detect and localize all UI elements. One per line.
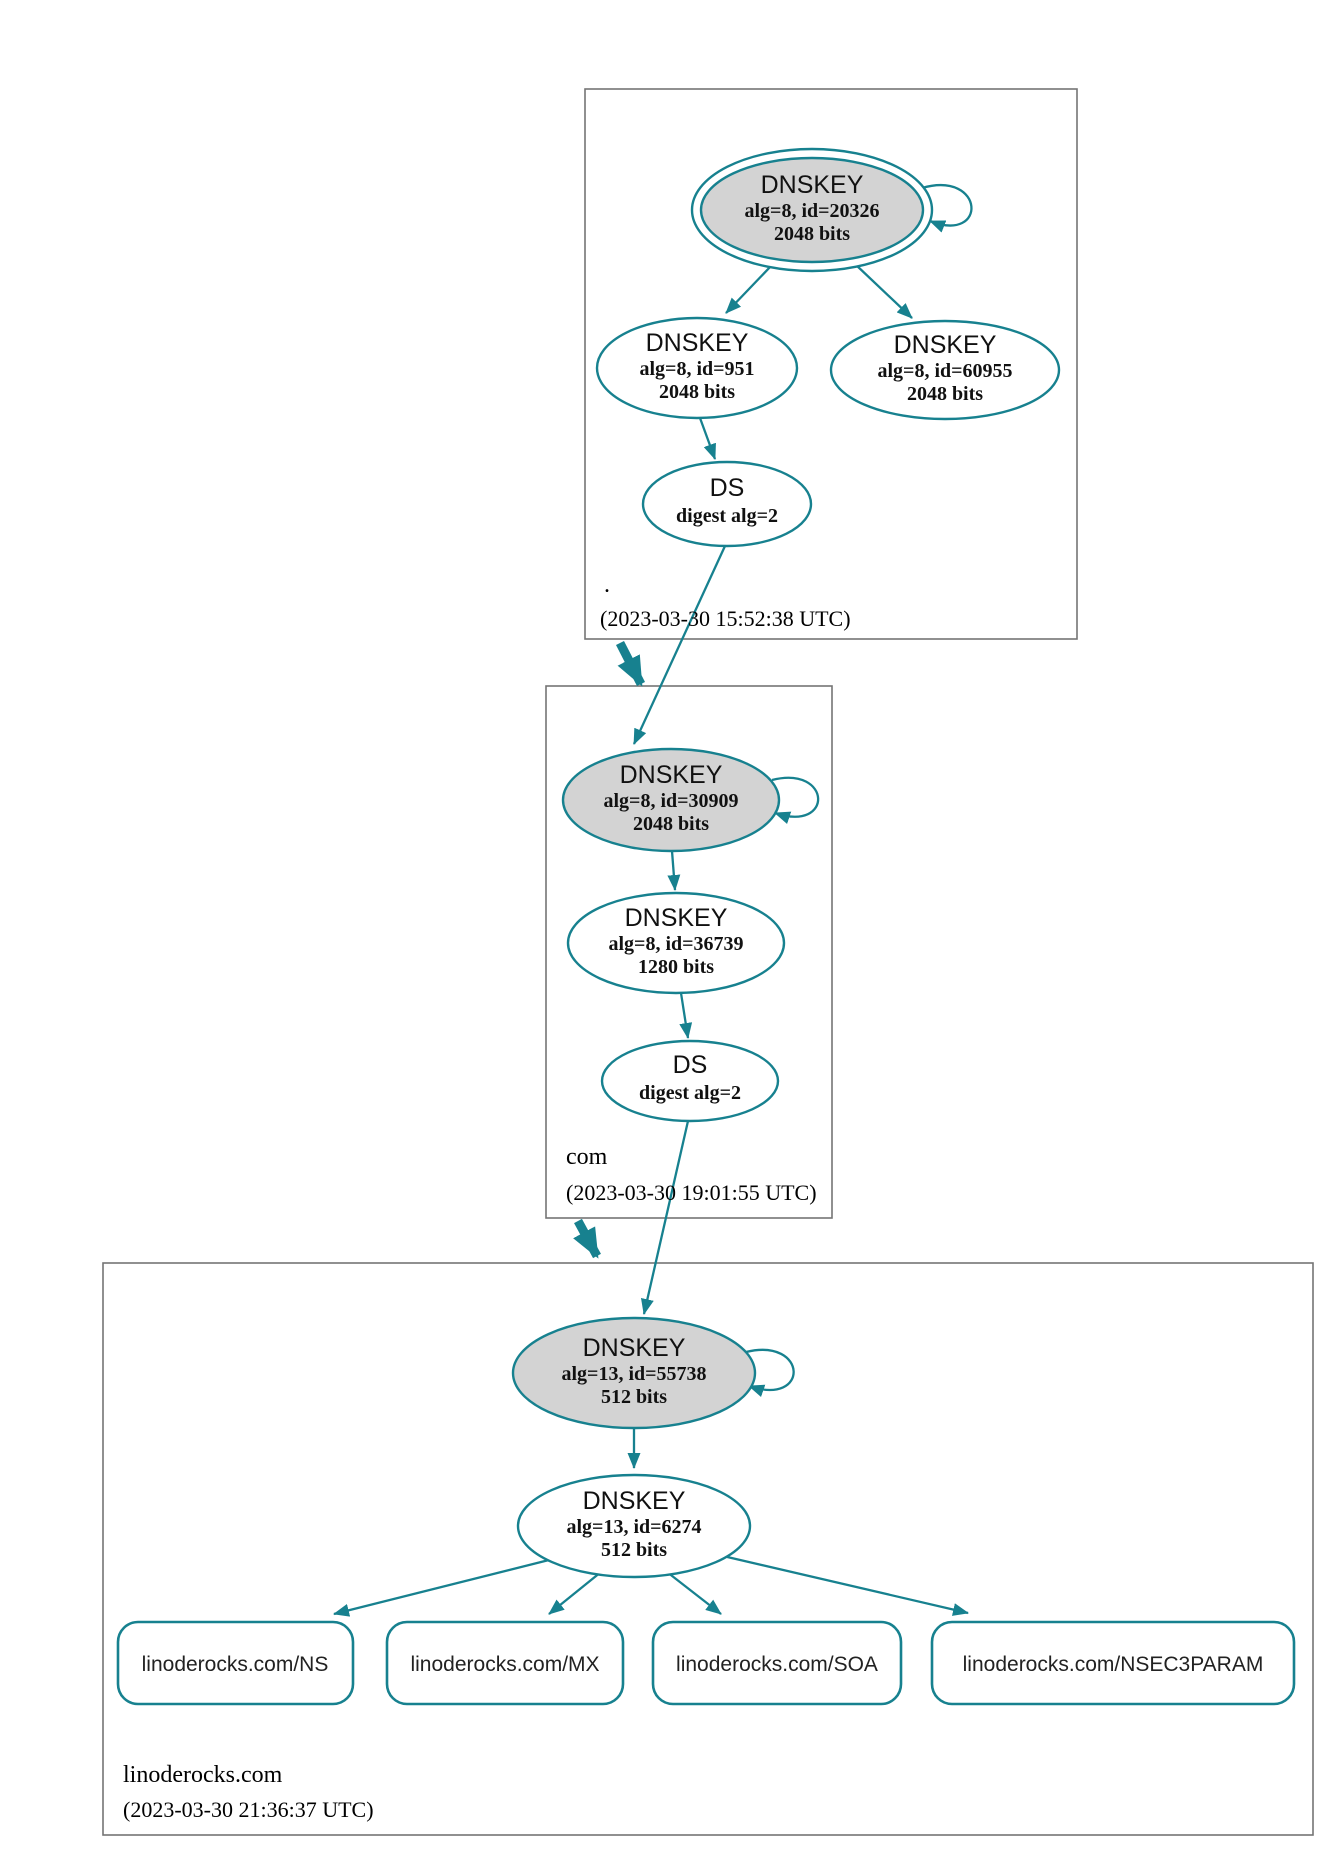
com-zsk-ellipse[interactable] (566, 891, 786, 995)
rrset-mx-label: linoderocks.com/MX (410, 1653, 599, 1676)
root-zsk60955-node[interactable]: DNSKEY alg=8, id=60955 2048 bits (829, 319, 1061, 421)
root-zsk60955-detail: alg=8, id=60955 (877, 360, 1012, 382)
com-zsk-detail: alg=8, id=36739 (608, 933, 743, 955)
root-zsk60955-type: DNSKEY (894, 331, 997, 359)
self-loop-linoderocks-ksk (745, 1348, 795, 1398)
linoderocks-ksk-type: DNSKEY (583, 1334, 686, 1362)
delegation-arrow-com-to-linoderocks (573, 1218, 601, 1259)
linoderocks-ksk-detail: alg=13, id=55738 (561, 1363, 706, 1385)
edge-zsk-to-soa (666, 1571, 722, 1615)
linoderocks-zone-cluster (102, 1262, 1314, 1836)
linoderocks-zsk-type: DNSKEY (583, 1487, 686, 1515)
root-zone-label: . (604, 572, 610, 598)
com-ds-detail: digest alg=2 (639, 1082, 741, 1104)
root-ds-ellipse[interactable] (641, 460, 813, 548)
rrset-ns-label: linoderocks.com/NS (142, 1653, 329, 1676)
rrset-nsec3param-label: linoderocks.com/NSEC3PARAM (963, 1653, 1264, 1676)
edge-zsk-to-nsec3param (722, 1554, 969, 1616)
com-zone-timestamp: (2023-03-30 19:01:55 UTC) (566, 1180, 817, 1205)
self-loop-root-ksk (921, 184, 973, 233)
root-zsk951-node[interactable]: DNSKEY alg=8, id=951 2048 bits (595, 316, 799, 420)
com-zone-cluster (545, 685, 833, 1219)
edge-root-zsk951-to-ds (698, 417, 717, 460)
com-zsk-node[interactable]: DNSKEY alg=8, id=36739 1280 bits (566, 891, 786, 995)
edge-com-ksk-to-zsk (667, 850, 681, 891)
root-ksk-type: DNSKEY (761, 171, 864, 199)
edge-com-ds-to-linoderocks-ksk (640, 1120, 690, 1315)
rrset-ns-box[interactable] (116, 1620, 355, 1706)
delegation-arrow-root-to-com (615, 640, 646, 687)
rrset-ns[interactable]: linoderocks.com/NS (116, 1620, 355, 1706)
rrset-nsec3param-box[interactable] (930, 1620, 1296, 1706)
root-zsk951-bits: 2048 bits (659, 381, 735, 403)
linoderocks-zsk-node[interactable]: DNSKEY alg=13, id=6274 512 bits (516, 1473, 752, 1579)
root-zsk951-detail: alg=8, id=951 (639, 358, 754, 380)
rrset-soa-label: linoderocks.com/SOA (676, 1653, 878, 1676)
root-zone-timestamp: (2023-03-30 15:52:38 UTC) (600, 606, 851, 631)
linoderocks-zsk-bits: 512 bits (601, 1539, 667, 1561)
edge-zsk-to-mx (548, 1571, 602, 1615)
linoderocks-zone-timestamp: (2023-03-30 21:36:37 UTC) (123, 1797, 374, 1822)
root-ksk-bits: 2048 bits (774, 223, 850, 245)
self-loop-com-ksk (771, 776, 820, 824)
com-ksk-bits: 2048 bits (633, 813, 709, 835)
com-ksk-node[interactable]: DNSKEY alg=8, id=30909 2048 bits (561, 747, 781, 853)
root-zsk951-ellipse[interactable] (595, 316, 799, 420)
root-zsk60955-bits: 2048 bits (907, 383, 983, 405)
edge-root-ds-to-com-ksk (632, 545, 727, 745)
root-ksk-node[interactable]: DNSKEY alg=8, id=20326 2048 bits (690, 147, 934, 273)
root-ds-detail: digest alg=2 (676, 505, 778, 527)
root-ds-type: DS (710, 474, 745, 502)
linoderocks-ksk-ellipse[interactable] (511, 1316, 757, 1430)
root-zone-cluster (584, 88, 1078, 640)
com-zsk-type: DNSKEY (625, 904, 728, 932)
linoderocks-zsk-ellipse[interactable] (516, 1473, 752, 1579)
com-ksk-ellipse[interactable] (561, 747, 781, 853)
com-zone-label: com (566, 1144, 608, 1170)
rrset-soa-box[interactable] (651, 1620, 903, 1706)
root-ksk-detail: alg=8, id=20326 (744, 200, 879, 222)
root-ksk-inner-ring[interactable] (699, 156, 925, 264)
linoderocks-zone-label: linoderocks.com (123, 1762, 283, 1788)
com-ksk-type: DNSKEY (620, 761, 723, 789)
linoderocks-zsk-detail: alg=13, id=6274 (566, 1516, 701, 1538)
com-ds-ellipse[interactable] (600, 1039, 780, 1123)
rrset-mx[interactable]: linoderocks.com/MX (385, 1620, 625, 1706)
linoderocks-ksk-node[interactable]: DNSKEY alg=13, id=55738 512 bits (511, 1316, 757, 1430)
rrset-nsec3param[interactable]: linoderocks.com/NSEC3PARAM (930, 1620, 1296, 1706)
rrset-mx-box[interactable] (385, 1620, 625, 1706)
edge-root-ksk-to-zsk951 (725, 264, 773, 314)
root-ds-node[interactable]: DS digest alg=2 (641, 460, 813, 548)
edge-com-zsk-to-ds (679, 992, 693, 1039)
root-zsk951-type: DNSKEY (646, 329, 749, 357)
edge-zsk-to-ns (333, 1558, 550, 1617)
rrset-soa[interactable]: linoderocks.com/SOA (651, 1620, 903, 1706)
com-ds-type: DS (673, 1051, 708, 1079)
linoderocks-ksk-bits: 512 bits (601, 1386, 667, 1408)
com-ksk-detail: alg=8, id=30909 (603, 790, 738, 812)
com-ds-node[interactable]: DS digest alg=2 (600, 1039, 780, 1123)
edge-root-ksk-to-zsk60955 (854, 263, 913, 319)
com-zsk-bits: 1280 bits (638, 956, 714, 978)
root-zsk60955-ellipse[interactable] (829, 319, 1061, 421)
